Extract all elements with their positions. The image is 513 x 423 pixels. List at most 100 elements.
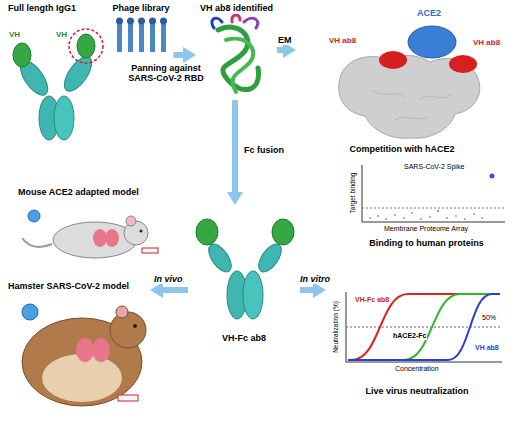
half-line — [346, 327, 502, 328]
vh-domain — [196, 219, 218, 245]
axis — [362, 165, 363, 222]
arrow-label: EM — [277, 35, 293, 45]
head — [110, 312, 146, 348]
mouse-figure — [22, 210, 158, 258]
stage-panel: Live virus neutralization — [326, 262, 508, 398]
flow-arrow — [300, 282, 326, 298]
dot — [369, 217, 371, 219]
dot — [377, 215, 379, 217]
data-dots — [369, 210, 483, 220]
arrow-shaft — [300, 287, 315, 293]
lung — [76, 338, 94, 362]
eye — [140, 230, 143, 233]
flow-arrow — [227, 100, 243, 205]
phage — [150, 24, 155, 52]
figure-label: 50% — [481, 314, 497, 322]
hamster-figure — [22, 304, 146, 406]
fab-arm — [59, 52, 97, 95]
dot — [473, 213, 475, 215]
stage-title: Phage library — [112, 3, 169, 14]
axis — [362, 222, 505, 223]
figure-label: ACE2 — [416, 8, 442, 18]
figure-label: Membrane Proteome Array — [383, 225, 469, 233]
phage-head — [116, 18, 123, 25]
figure-label: Neutralization (%) — [332, 300, 339, 354]
body — [53, 222, 137, 258]
dot — [403, 217, 405, 219]
stage-title: Mouse ACE2 adapted model — [18, 187, 139, 198]
phage-head — [149, 18, 156, 25]
stage-panel: Phage library — [108, 2, 173, 60]
dot — [481, 217, 483, 219]
threshold — [362, 208, 505, 209]
ear — [116, 306, 128, 318]
virus — [28, 210, 40, 222]
dot — [464, 218, 466, 220]
stage-panel: Hamster SARS-CoV-2 model — [5, 280, 150, 420]
syringe — [118, 395, 138, 401]
igg-molecule — [13, 29, 103, 140]
vh-fc-molecule — [196, 219, 294, 319]
lung — [105, 229, 119, 247]
stage-title: Full length IgG1 — [8, 3, 76, 14]
curve — [348, 294, 500, 360]
flow-arrow — [174, 47, 196, 63]
arrow-head — [227, 192, 243, 205]
stage-panel: Mouse ACE2 adapted model — [15, 186, 160, 262]
phage-head — [138, 18, 145, 25]
flow-arrow — [150, 282, 188, 298]
figure-label: VH ab8 — [328, 36, 357, 45]
stage-panel: Binding to human proteins — [345, 158, 508, 250]
lung — [93, 229, 107, 247]
phage-head — [127, 18, 134, 25]
virus — [22, 304, 38, 320]
arrow-shaft — [232, 100, 238, 194]
mpa-chart — [362, 165, 505, 222]
fc-domain — [243, 271, 263, 319]
figure-label: VH-Fc ab8 — [354, 296, 390, 304]
axis — [346, 362, 502, 363]
em-map — [339, 26, 480, 138]
figure-label: Target binding — [349, 172, 356, 215]
figure-label: hACE2-Fc — [392, 332, 427, 340]
arrow-shaft — [161, 287, 188, 293]
arrow-head — [313, 282, 326, 298]
stage-title: VH ab8 identified — [200, 3, 273, 14]
arrow-head — [150, 282, 163, 298]
arrow-head — [183, 47, 196, 63]
figure-label: Concentration — [394, 365, 440, 373]
vh-ribbon — [212, 15, 259, 92]
vh-density — [379, 51, 407, 69]
highlight-circle — [69, 29, 103, 63]
cdr-loop — [212, 18, 222, 28]
vh-density — [449, 55, 477, 73]
spike-dot — [490, 174, 495, 179]
curve — [348, 294, 500, 360]
dot — [385, 218, 387, 220]
vh-domain — [77, 34, 95, 58]
dot — [429, 216, 431, 218]
spike-density — [339, 56, 480, 139]
syringe — [142, 248, 158, 253]
tail — [22, 238, 52, 247]
beta-strand — [226, 39, 253, 92]
phage — [161, 24, 166, 52]
stage-title: Competition with hACE2 — [350, 144, 455, 155]
hinge — [254, 240, 285, 275]
stage-title: VH-Fc ab8 — [222, 333, 266, 344]
dot — [420, 218, 422, 220]
phage-library — [116, 18, 167, 53]
dot — [394, 214, 396, 216]
arrow-label: In vivo — [153, 274, 184, 284]
curve — [348, 294, 500, 360]
stage-panel: VH ab8 identified — [196, 2, 277, 100]
fc-domain — [54, 96, 74, 140]
stage-title: Live virus neutralization — [365, 386, 468, 397]
phage-head — [160, 18, 167, 25]
lung — [92, 338, 110, 362]
figure-label: SARS-CoV-2 Spike — [403, 163, 465, 171]
cdr-loop — [244, 18, 258, 28]
